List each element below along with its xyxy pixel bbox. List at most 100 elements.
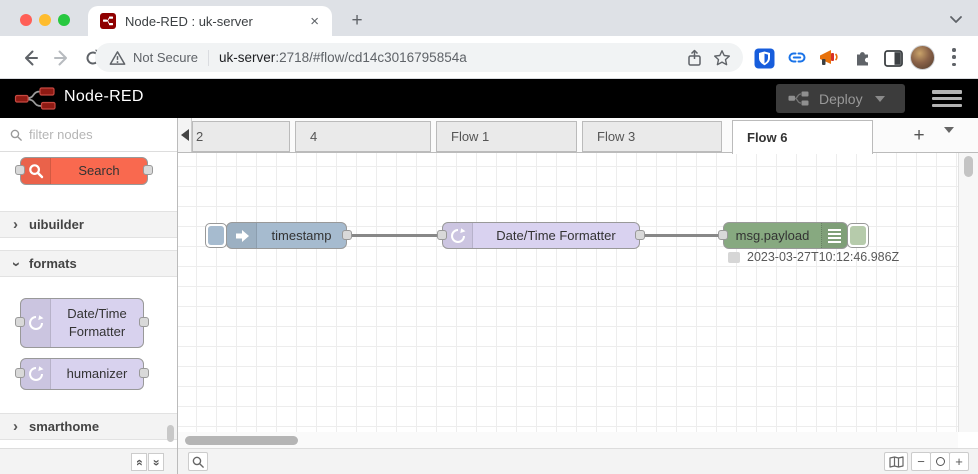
url-path: :2718/#flow/cd14c3016795854a	[275, 50, 467, 65]
expand-all-button[interactable]: «	[148, 453, 164, 471]
formatter-node-label: Date/Time Formatter	[496, 227, 616, 243]
wire-formatter-to-debug[interactable]	[643, 234, 724, 237]
node-input-port[interactable]	[15, 368, 25, 378]
vertical-scroll-thumb[interactable]	[964, 156, 973, 177]
wire-inject-to-formatter[interactable]	[347, 234, 439, 237]
palette-node-search[interactable]: Search	[15, 157, 153, 185]
node-input-port[interactable]	[15, 165, 25, 175]
node-output-port[interactable]	[139, 317, 149, 327]
search-node-label: Search	[78, 163, 120, 179]
url-bar[interactable]: Not Secure uk-server:2718/#flow/cd14c301…	[95, 43, 743, 72]
add-flow-button[interactable]: +	[913, 125, 925, 146]
new-tab-button[interactable]: +	[351, 10, 363, 31]
category-label: uibuilder	[29, 217, 84, 232]
humanizer-node-label: humanizer	[66, 366, 128, 382]
tab-close-icon[interactable]: ×	[310, 12, 319, 30]
inject-trigger-button[interactable]	[205, 223, 227, 248]
category-label: smarthome	[29, 419, 100, 434]
flow-tab-flow1[interactable]: Flow 1	[436, 121, 577, 152]
browser-tab[interactable]: Node-RED : uk-server ×	[88, 6, 332, 36]
canvas-search-button[interactable]	[188, 452, 208, 471]
node-input-port[interactable]	[718, 229, 728, 240]
node-output-port[interactable]	[342, 229, 352, 240]
flow-tab-label: 4	[310, 129, 318, 144]
palette-category-formats[interactable]: › formats	[0, 250, 177, 277]
flow-tab-2[interactable]: 2	[192, 121, 290, 152]
share-icon[interactable]	[683, 47, 705, 69]
deploy-caret-icon[interactable]	[874, 95, 885, 102]
zoom-reset-icon	[935, 457, 945, 466]
zoom-in-button[interactable]: +	[949, 452, 969, 471]
mac-close-button[interactable]	[20, 14, 32, 26]
deploy-button[interactable]: Deploy	[776, 84, 905, 113]
double-chevron-down-icon: «	[148, 459, 163, 466]
search-icon	[192, 456, 204, 468]
palette-category-smarthome[interactable]: › smarthome	[0, 413, 177, 440]
flow-node-datetime-formatter[interactable]: Date/Time Formatter	[437, 222, 645, 249]
debug-enable-toggle[interactable]	[847, 223, 869, 248]
node-input-port[interactable]	[437, 229, 447, 240]
zoom-out-button[interactable]: −	[911, 452, 931, 471]
navigator-toggle-button[interactable]	[884, 452, 908, 471]
bookmark-star-icon[interactable]	[711, 47, 733, 69]
inject-node-icon-region	[227, 223, 257, 248]
url-text: uk-server:2718/#flow/cd14c3016795854a	[219, 50, 677, 65]
canvas-horizontal-scrollbar[interactable]	[178, 432, 958, 448]
tab-scroll-left-button[interactable]	[178, 118, 192, 152]
chrome-menu-icon[interactable]	[952, 48, 956, 66]
timer-icon	[28, 315, 43, 330]
forward-icon[interactable]	[51, 47, 73, 69]
omnibox-divider	[208, 49, 210, 66]
palette-filter-input[interactable]	[29, 127, 149, 142]
extensions-puzzle-icon[interactable]	[851, 46, 875, 70]
chevron-right-icon: ›	[13, 418, 18, 435]
flow-canvas[interactable]: timestamp Date/Time Formatter msg.payloa…	[178, 153, 958, 432]
debug-node-msg-payload[interactable]: msg.payload	[718, 222, 848, 249]
url-host: uk-server	[219, 50, 276, 65]
palette-scrollbar[interactable]	[167, 425, 174, 442]
flow-tab-flow6-active[interactable]: Flow 6	[732, 120, 873, 154]
search-node-icon-region	[21, 158, 51, 184]
node-red-favicon	[100, 13, 116, 29]
flow-tab-label: Flow 3	[597, 129, 636, 144]
mac-titlebar: Node-RED : uk-server × +	[0, 0, 978, 36]
node-input-port[interactable]	[15, 317, 25, 327]
chevron-right-icon: ›	[13, 216, 18, 233]
bitwarden-extension-icon[interactable]	[752, 46, 776, 70]
node-red-logo	[14, 87, 56, 110]
browser-tab-title: Node-RED : uk-server	[125, 13, 253, 29]
megaphone-extension-icon[interactable]	[817, 46, 841, 70]
triangle-left-icon	[180, 129, 189, 141]
zoom-reset-button[interactable]	[930, 452, 950, 471]
palette-category-uibuilder[interactable]: › uibuilder	[0, 211, 177, 238]
palette-sidebar: Search › uibuilder › formats Date/Time F…	[0, 118, 178, 474]
map-icon	[888, 455, 904, 468]
node-output-port[interactable]	[143, 165, 153, 175]
inject-node-timestamp[interactable]: timestamp	[226, 222, 352, 249]
canvas-vertical-scrollbar[interactable]	[958, 153, 978, 432]
node-output-port[interactable]	[139, 368, 149, 378]
deploy-icon	[788, 91, 809, 106]
sidebar-toggle-icon[interactable]	[881, 46, 905, 70]
horizontal-scroll-thumb[interactable]	[185, 436, 298, 445]
palette-node-datetime-formatter[interactable]: Date/Time Formatter	[15, 298, 149, 348]
timer-icon	[28, 366, 43, 381]
browser-toolbar: Not Secure uk-server:2718/#flow/cd14c301…	[0, 36, 978, 79]
mac-minimize-button[interactable]	[39, 14, 51, 26]
flow-tab-flow3[interactable]: Flow 3	[582, 121, 722, 152]
profile-avatar[interactable]	[910, 45, 935, 70]
flow-list-caret-icon[interactable]	[944, 127, 954, 151]
debug-node-icon-region	[821, 223, 847, 248]
collapse-all-button[interactable]: «	[131, 453, 147, 471]
palette-node-humanizer[interactable]: humanizer	[15, 358, 149, 390]
mac-fullscreen-button[interactable]	[58, 14, 70, 26]
not-secure-label: Not Secure	[133, 50, 199, 65]
datetime-node-label: Date/Time Formatter	[67, 306, 127, 339]
status-text: 2023-03-27T10:12:46.986Z	[747, 250, 900, 264]
flow-tab-4[interactable]: 4	[295, 121, 431, 152]
window-chevron-icon[interactable]	[946, 10, 966, 28]
node-output-port[interactable]	[635, 229, 645, 240]
link-extension-icon[interactable]	[785, 46, 809, 70]
back-icon[interactable]	[19, 47, 41, 69]
main-menu-icon[interactable]	[932, 90, 962, 107]
